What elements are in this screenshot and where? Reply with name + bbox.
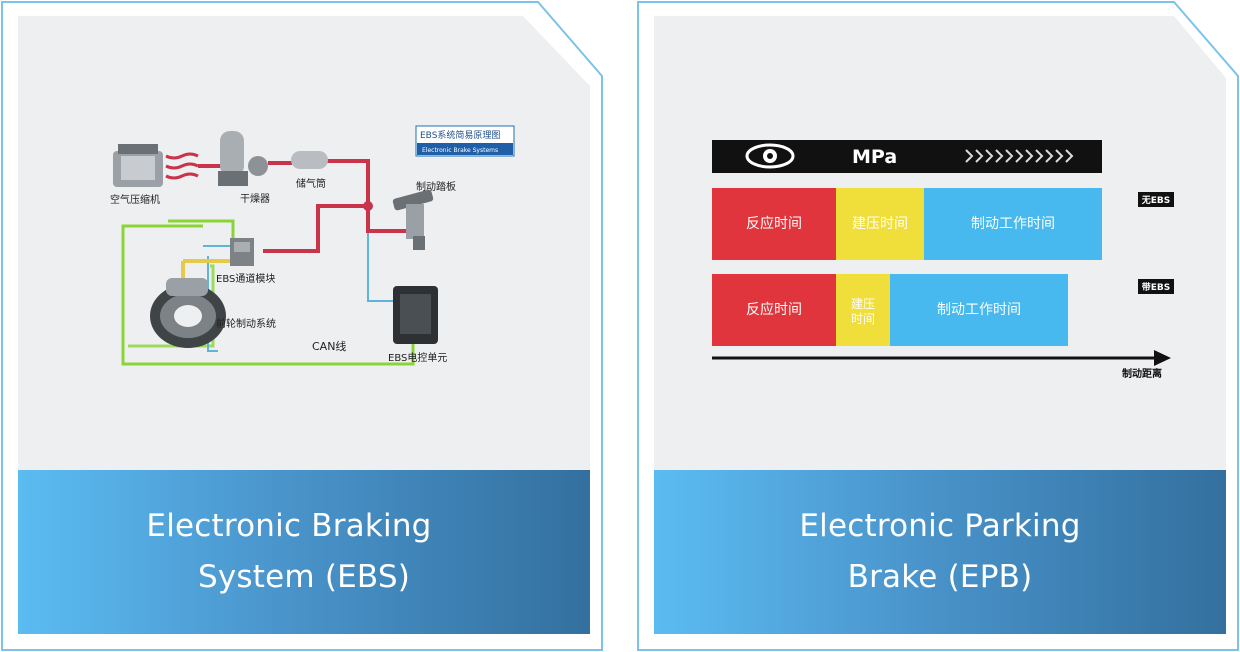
- pressure-build-label-1: 建压: [851, 297, 875, 311]
- label-pedal: 制动踏板: [416, 180, 456, 193]
- pressure-build-bar: [836, 188, 924, 260]
- card-frame: [637, 1, 1239, 651]
- channel-module-icon: [230, 238, 254, 266]
- braking-work-label: 制动工作时间: [971, 216, 1055, 232]
- mpa-label: MPa: [852, 146, 897, 168]
- braking-work-bar: [924, 188, 1102, 260]
- junction-node: [363, 201, 373, 211]
- ebs-diagram-image: 空气压缩机 干燥器 储气筒 制动踏板: [18, 16, 590, 470]
- label-can: CAN线: [312, 339, 346, 353]
- braking-work-bar: [890, 274, 1068, 346]
- braking-work-label: 制动工作时间: [937, 302, 1021, 318]
- epb-title-line2: Brake (EPB): [847, 559, 1033, 595]
- row-tag: 带EBS: [1142, 281, 1171, 293]
- label-channel-module: EBS通道模块: [216, 272, 275, 285]
- reservoir-icon: [291, 151, 328, 169]
- badge-subtitle: Electronic Brake Systems: [422, 147, 498, 154]
- pressure-build-label-2: 时间: [851, 312, 875, 326]
- epb-timing-diagram: MPa 反应时间 建压时间 制动工作时间 无EBS 反应: [712, 140, 1174, 380]
- card-frame: [1, 1, 603, 651]
- epb-caption: Electronic Parking Brake (EPB): [654, 470, 1226, 634]
- row-tag: 无EBS: [1141, 195, 1171, 206]
- epb-card[interactable]: MPa 反应时间 建压时间 制动工作时间 无EBS 反应: [636, 0, 1240, 652]
- axis-label: 制动距离: [1122, 367, 1162, 380]
- epb-diagram-image: MPa 反应时间 建压时间 制动工作时间 无EBS 反应: [654, 16, 1226, 470]
- row-with-ebs: 反应时间 建压 时间 制动工作时间 带EBS: [712, 274, 1174, 346]
- badge-title: EBS系统简易原理图: [420, 129, 500, 141]
- label-compressor: 空气压缩机: [110, 193, 160, 206]
- compressor-icon: [113, 144, 199, 187]
- row-without-ebs: 反应时间 建压时间 制动工作时间 无EBS: [712, 188, 1174, 260]
- pressure-build-label: 建压时间: [852, 216, 908, 232]
- label-ecu: EBS电控单元: [388, 351, 447, 364]
- reaction-time-label: 反应时间: [746, 215, 802, 232]
- tag-bg: [1138, 192, 1174, 207]
- pedal-icon: [392, 189, 434, 250]
- reaction-time-bar: [712, 274, 836, 346]
- ebs-card[interactable]: 空气压缩机 干燥器 储气筒 制动踏板: [0, 0, 604, 652]
- diagram-badge: EBS系统简易原理图 Electronic Brake Systems: [415, 125, 515, 157]
- epb-title-line1: Electronic Parking: [799, 508, 1081, 544]
- reaction-time-label: 反应时间: [746, 301, 802, 318]
- ebs-caption: Electronic Braking System (EBS): [18, 470, 590, 634]
- label-dryer: 干燥器: [240, 193, 270, 205]
- label-reservoir: 储气筒: [296, 177, 326, 190]
- pressure-build-bar: [836, 274, 890, 346]
- dryer-icon: [218, 131, 268, 186]
- label-front-brake: 前轮制动系统: [216, 317, 276, 330]
- ebs-title-line1: Electronic Braking: [146, 508, 432, 544]
- eye-icon: [745, 143, 795, 169]
- ecu-icon: [393, 286, 438, 344]
- brake-disc-icon: [150, 278, 226, 348]
- ebs-title-line2: System (EBS): [197, 559, 411, 595]
- axis-arrow-icon: [1154, 350, 1171, 366]
- reaction-time-bar: [712, 188, 836, 260]
- ebs-diagram: 空气压缩机 干燥器 储气筒 制动踏板: [110, 125, 515, 366]
- tag-bg: [1138, 279, 1174, 294]
- tire-tread-icon: [964, 146, 1074, 166]
